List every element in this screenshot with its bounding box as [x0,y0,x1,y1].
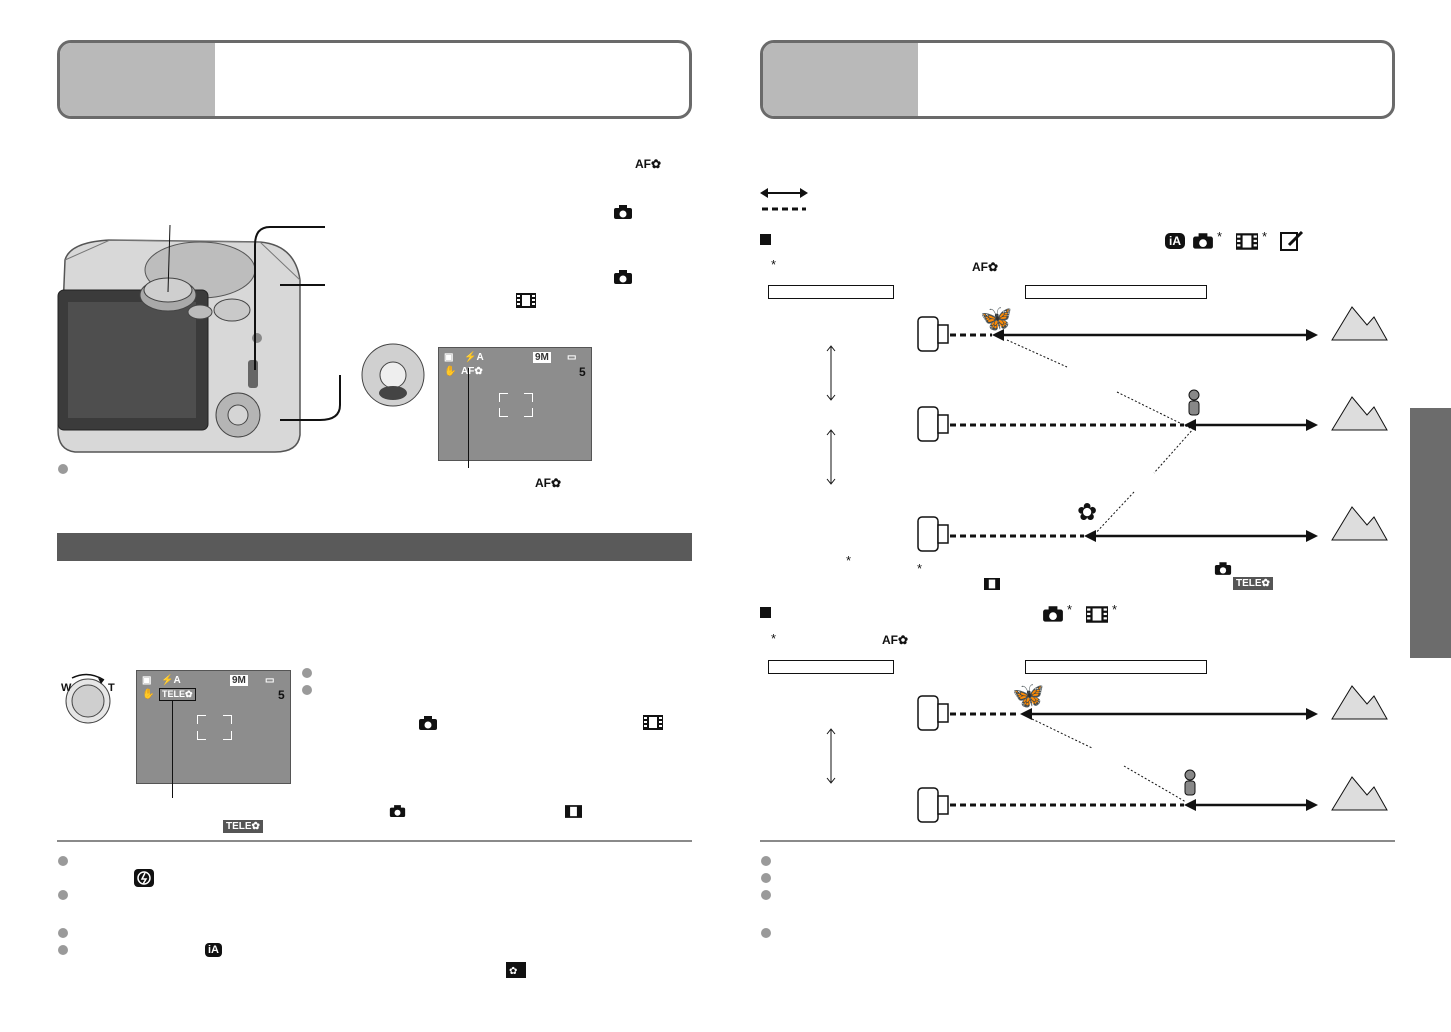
movie-icon [984,578,1000,590]
asterisk: * [1112,602,1118,617]
tele-macro-badge: TELE✿ [223,820,263,833]
divider [57,840,692,842]
camera-icon [1214,562,1232,575]
movie-icon [643,715,663,730]
asterisk: * [771,631,777,646]
camera-icon [1193,233,1213,249]
af-macro-callout: AF✿ [535,476,562,490]
af-macro-icon: AF✿ [635,157,662,171]
camera-icon [389,805,406,818]
svg-text:🦋: 🦋 [980,304,1012,334]
zoom-lever-icon [65,673,111,724]
left-title-box [57,40,692,119]
lcd-resolution: 9M [230,675,248,686]
bullet [58,928,68,938]
lcd-battery-icon: ▭ [567,352,577,363]
chapter-side-tab [1410,408,1451,658]
svg-text:✿: ✿ [509,966,517,977]
label-box-range [1025,285,1207,299]
movie-icon [1086,606,1108,623]
bullet [58,945,68,955]
movie-icon [516,293,536,308]
movie-icon [565,805,582,818]
clipboard-icon [1280,230,1304,251]
camera-icon [614,270,632,284]
section-marker [760,234,771,245]
lcd-mode-icon: ▣ [142,675,152,686]
lcd-macro: AF✿ [461,366,483,377]
camera-icon [419,716,437,730]
callout-line [172,700,173,798]
legend-focus-range-icon [760,188,808,211]
cursor-pad-icon [361,343,425,407]
bullet [761,890,771,900]
camera-side-icon [917,316,949,352]
af-macro-icon: AF✿ [882,633,909,647]
camera-illustration [57,224,301,453]
zoom-w-label: W [61,682,72,694]
lcd-count: 5 [278,688,285,702]
intelligent-auto-icon: iA [205,943,222,957]
asterisk: * [1217,229,1223,244]
intelligent-auto-icon: iA [1165,233,1185,249]
zoom-direction-arrows [826,728,836,784]
asterisk: * [846,553,852,568]
lcd-stabilizer: ✋ [142,689,155,700]
lcd-resolution: 9M [533,352,551,363]
asterisk: * [771,257,777,272]
lcd-count: 5 [579,365,586,379]
zoom-direction-arrows [826,345,836,485]
asterisk: * [917,561,923,576]
bullet [761,856,771,866]
label-box-zoom [768,660,894,674]
macro-icon: ✿ [506,962,526,978]
lcd-screen-top: ▣ ⚡A 9M ▭ ✋ AF✿ 5 [438,347,592,461]
zoom-t-label: T [108,682,115,694]
bullet [761,928,771,938]
camera-icon [1043,606,1063,622]
right-title-box [760,40,1395,119]
lcd-flash: ⚡A [464,352,484,363]
callout-line [468,368,469,468]
label-box-range [1025,660,1207,674]
section-bar [57,533,692,561]
svg-text:✿: ✿ [1077,498,1097,526]
lcd-screen-bottom: ▣ ⚡A 9M ▭ ✋ TELE✿ 5 [136,670,291,784]
lcd-battery-icon: ▭ [265,675,275,686]
af-macro-icon: AF✿ [972,260,999,274]
divider [760,840,1395,842]
bullet [58,464,68,474]
bullet [761,873,771,883]
asterisk: * [1067,602,1073,617]
bullet [302,668,312,678]
lcd-mode-icon: ▣ [444,352,454,363]
lcd-stabilizer: ✋ [444,366,457,377]
flash-off-icon [134,869,154,887]
bullet [58,890,68,900]
callout-lines [254,226,341,421]
lcd-tele-macro: TELE✿ [159,688,196,701]
bullet [58,856,68,866]
svg-text:🦋: 🦋 [1012,681,1044,711]
lcd-flash: ⚡A [161,675,181,686]
label-box-zoom [768,285,894,299]
section-marker [760,607,771,618]
tele-macro-badge: TELE✿ [1233,577,1273,590]
focus-range-diagram-2: 🦋 [917,681,1388,823]
bullet [302,685,312,695]
focus-range-diagram-1: 🦋 ✿ [917,304,1388,552]
camera-icon [614,205,632,219]
movie-icon [1236,233,1258,250]
right-title-tab [763,43,918,116]
asterisk: * [1262,229,1268,244]
left-title-tab [60,43,215,116]
